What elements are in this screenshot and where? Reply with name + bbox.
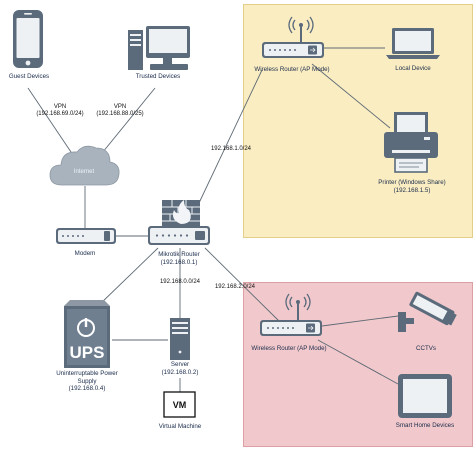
server-tower-icon bbox=[170, 318, 190, 360]
desktop-computer-icon bbox=[128, 26, 190, 70]
mikrotik-router-label: Mikrotik Router (192.168.0.1) bbox=[140, 251, 218, 266]
edge-guest-internet bbox=[27, 87, 76, 159]
vpn-guest-label: VPN (192.168.69.0/24) bbox=[28, 104, 92, 118]
internet-label: Internet bbox=[74, 169, 95, 175]
wireless-router-bottom-label: Wireless Router (AP Mode) bbox=[251, 345, 327, 352]
modem-icon bbox=[56, 228, 116, 244]
edge-wifi-top-printer bbox=[311, 63, 391, 129]
printer-icon bbox=[384, 112, 438, 173]
lan-main-subnet-label: 192.168.0.0/24 bbox=[159, 279, 201, 285]
ups-ip: (192.168.0.4) bbox=[68, 385, 106, 392]
wireless-router-top-label: Wireless Router (AP Mode) bbox=[254, 66, 330, 73]
wireless-router-icon-top bbox=[262, 16, 324, 58]
edge-router-wifi-bottom bbox=[204, 247, 281, 323]
vm-icon-text: VM bbox=[173, 400, 187, 410]
lan-iot-subnet-label: 192.168.2.0/24 bbox=[214, 284, 256, 290]
vpn-trusted-subnet: (192.168.88.0/25) bbox=[96, 111, 144, 117]
ups-label: Uninterruptable Power Supply (192.168.0.… bbox=[34, 370, 140, 393]
lan-top-subnet-label: 192.168.1.0/24 bbox=[210, 146, 252, 152]
vpn-guest-title: VPN bbox=[53, 104, 67, 110]
vpn-trusted-label: VPN (192.168.88.0/25) bbox=[88, 104, 152, 118]
server-label: Server (192.168.0.2) bbox=[148, 361, 212, 376]
ups-icon-text: UPS bbox=[70, 343, 105, 362]
connection-lines bbox=[27, 47, 399, 392]
local-device-label: Local Device bbox=[395, 65, 431, 72]
printer-ip: (192.168.1.5) bbox=[393, 186, 431, 194]
printer-name: Printer (Windows Share) bbox=[378, 179, 446, 186]
virtual-machine-label: Virtual Machine bbox=[158, 423, 202, 430]
trusted-devices-label: Trusted Devices bbox=[135, 73, 181, 80]
ups-icon bbox=[64, 300, 110, 368]
ups-name-line1: Uninterruptable Power bbox=[56, 370, 118, 377]
firewall-router-icon bbox=[148, 200, 210, 245]
edge-router-wifi-top bbox=[189, 69, 263, 223]
vpn-trusted-title: VPN bbox=[113, 104, 127, 110]
smartphone-icon bbox=[13, 10, 43, 68]
printer-label: Printer (Windows Share) (192.168.1.5) bbox=[360, 179, 464, 194]
cctv-camera-icon bbox=[398, 291, 457, 332]
laptop-icon bbox=[386, 28, 440, 59]
edge-trusted-internet bbox=[97, 87, 156, 159]
wireless-router-icon-bottom bbox=[260, 293, 322, 336]
mikrotik-router-name: Mikrotik Router bbox=[158, 251, 200, 258]
edge-router-ups bbox=[97, 247, 159, 307]
edge-wifi-bottom-cctv bbox=[321, 315, 399, 327]
server-name: Server bbox=[170, 361, 190, 368]
cloud-icon bbox=[49, 145, 120, 186]
mikrotik-router-ip: (192.168.0.1) bbox=[160, 258, 198, 266]
vm-icon bbox=[163, 391, 196, 418]
ups-name-line2: Supply bbox=[77, 377, 97, 385]
cctvs-label: CCTVs bbox=[416, 345, 436, 352]
server-ip: (192.168.0.2) bbox=[161, 368, 199, 376]
modem-label: Modem bbox=[74, 250, 96, 257]
edge-wifi-bottom-tablet bbox=[317, 339, 399, 385]
tablet-icon bbox=[398, 374, 452, 418]
guest-devices-label: Guest Devices bbox=[8, 73, 50, 80]
vpn-guest-subnet: (192.168.69.0/24) bbox=[36, 111, 84, 117]
smart-home-label: Smart Home Devices bbox=[395, 422, 455, 429]
